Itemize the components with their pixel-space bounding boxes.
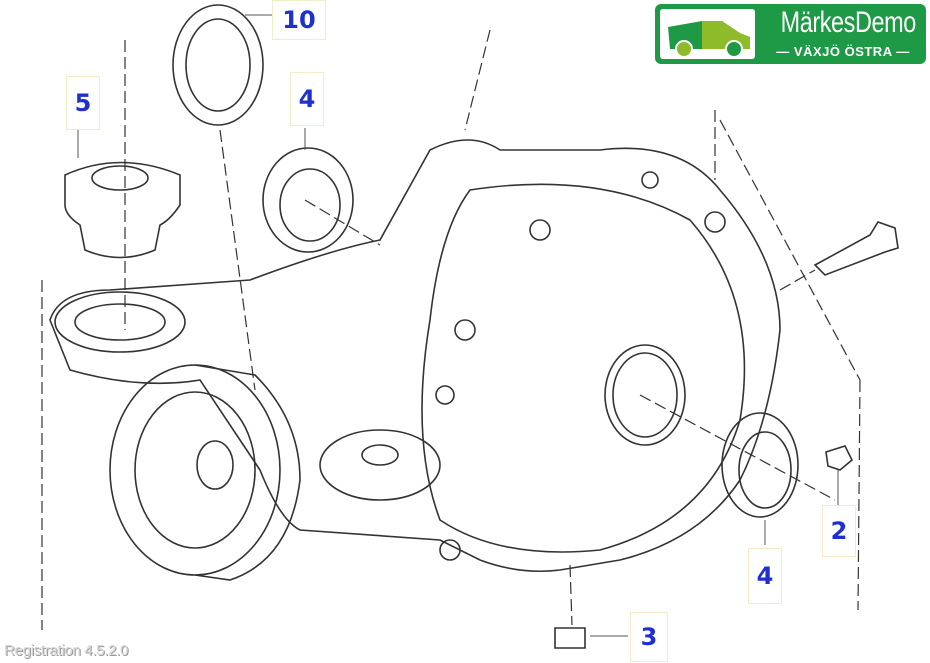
seal-4-lower (721, 412, 799, 518)
seal-4-upper (262, 147, 354, 253)
logo-subtitle: — VÄXJÖ ÖSTRA — (776, 44, 910, 59)
car-logo-icon (660, 9, 755, 59)
callout-4-lower[interactable]: 4 (748, 548, 782, 604)
version-label: Registration 4.5.2.0 (4, 642, 129, 659)
seal-10 (172, 4, 264, 126)
bolt (813, 221, 899, 276)
differential-housing (49, 139, 781, 573)
callout-10[interactable]: 10 (272, 0, 326, 40)
callout-2[interactable]: 2 (822, 505, 856, 557)
nut-2 (825, 445, 853, 471)
plug-3 (554, 627, 586, 649)
callout-5[interactable]: 5 (66, 76, 100, 130)
callout-3[interactable]: 3 (630, 612, 668, 662)
brand-logo: MärkesDemo — VÄXJÖ ÖSTRA — (655, 4, 926, 64)
bushing-5 (64, 161, 181, 259)
callout-4-upper[interactable]: 4 (290, 72, 324, 126)
logo-name: MärkesDemo (780, 6, 917, 39)
